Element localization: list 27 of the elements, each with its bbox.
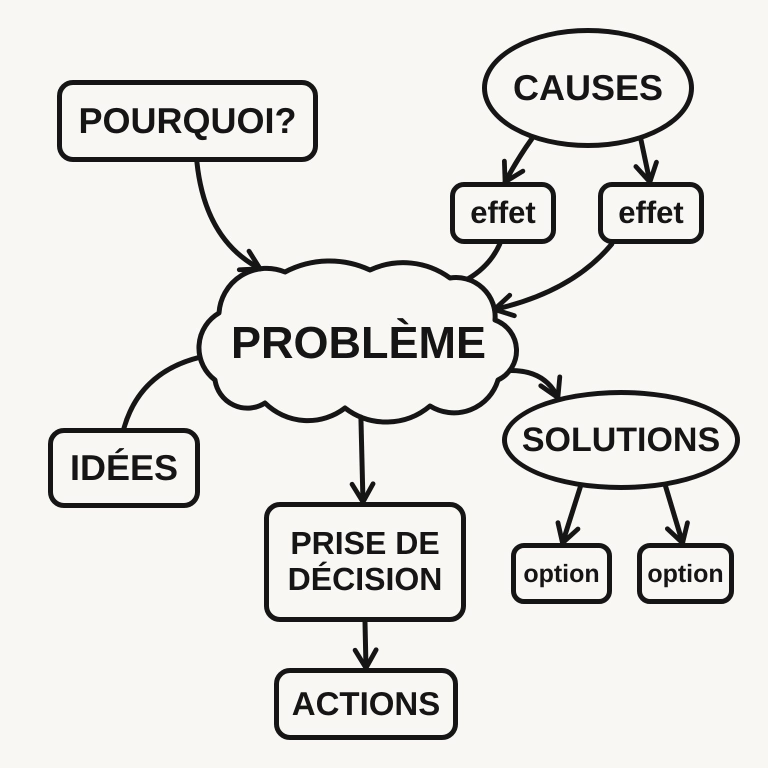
node-label: option (647, 560, 724, 588)
ellipse-shape (502, 390, 740, 490)
arrow (556, 484, 583, 546)
node-label: effet (470, 196, 536, 230)
ellipse-shape (482, 28, 694, 148)
node-label: option (523, 560, 600, 588)
rounded-box (264, 502, 466, 622)
arrow (663, 484, 690, 546)
rounded-box (57, 80, 318, 162)
node-label: effet (618, 196, 684, 230)
node-label: PRISE DE DÉCISION (286, 526, 444, 598)
node-label: CAUSES (512, 68, 664, 108)
node-label: PROBLÈME (230, 318, 486, 368)
rounded-box (274, 668, 458, 740)
node-label: POURQUOI? (78, 100, 296, 142)
node-label: IDÉES (70, 448, 178, 488)
rounded-box (48, 428, 200, 508)
arrow (194, 160, 263, 272)
arrow (634, 138, 659, 184)
rounded-box (598, 182, 704, 244)
rounded-box (511, 543, 612, 604)
arrow (502, 136, 534, 184)
node-label: ACTIONS (292, 686, 440, 722)
arrow (352, 620, 378, 670)
node-label: SOLUTIONS (522, 420, 720, 460)
rounded-box (450, 182, 556, 244)
rounded-box (637, 543, 734, 604)
